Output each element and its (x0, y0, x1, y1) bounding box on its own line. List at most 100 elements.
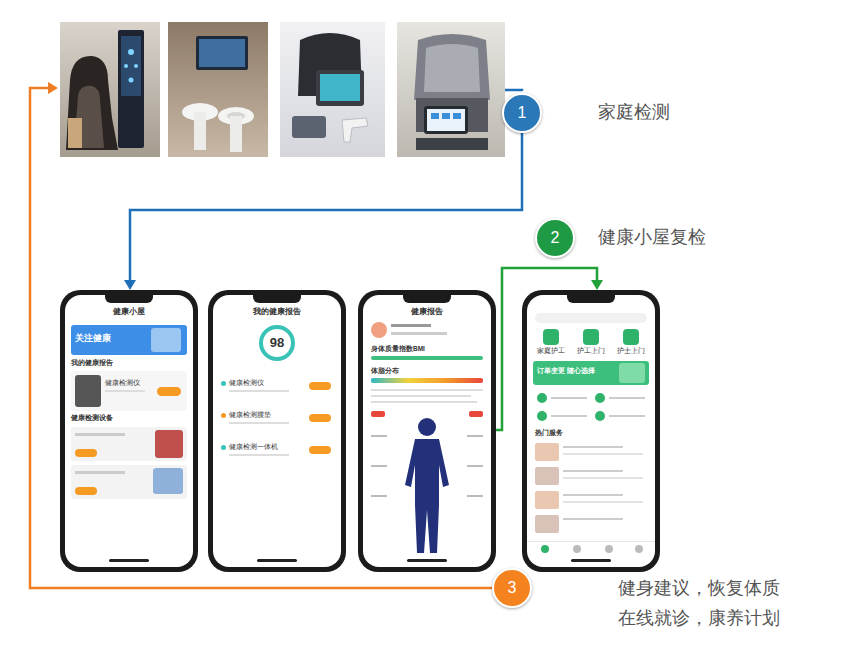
screen-graphic (635, 545, 643, 553)
flow-line (505, 90, 522, 91)
screen-text: 健康检测一体机 (229, 443, 278, 451)
step-circle: 1家庭检测 (502, 93, 542, 133)
step-label: 家庭检测 (598, 101, 670, 123)
screen-graphic (595, 411, 605, 421)
screen-graphic (563, 501, 643, 503)
screen-graphic (543, 329, 559, 345)
phone-screen: 健康报告身体质量指数BMI体脂分布 (358, 290, 496, 572)
step-circle: 2健康小屋复检 (535, 218, 575, 258)
callout-number: 2 (537, 220, 573, 256)
screen-text: 护工上门 (569, 347, 613, 355)
phone-screen: 我的健康报告 98 健康检测仪健康检测腰垫健康检测一体机 (208, 290, 346, 572)
screen-graphic (75, 433, 125, 436)
screen-graphic (105, 390, 145, 392)
screen-graphic (75, 375, 101, 407)
screen-graphic (229, 390, 289, 392)
phone-screen: 家庭护工护工上门护士上门订单变更 随心选择热门服务 (522, 290, 660, 572)
arrow-head (591, 280, 603, 290)
screen-graphic (563, 494, 623, 496)
screen-graphic (229, 422, 289, 424)
screen-text: 健康检测仪 (105, 379, 140, 387)
screen-graphic (623, 329, 639, 345)
device-photo (168, 22, 268, 157)
device-photo (280, 22, 385, 157)
screen-graphic (467, 465, 483, 467)
phone-notch (567, 295, 615, 303)
screen-graphic (109, 559, 149, 562)
screen-graphic (537, 411, 547, 421)
screen-graphic (595, 393, 605, 403)
screen-graphic (371, 435, 387, 437)
screen-area: 健康小屋关注健康我的健康报告健康检测仪健康检测设备 (65, 295, 193, 567)
screen-graphic (609, 415, 645, 417)
step-label: 健康小屋复检 (598, 226, 706, 248)
screen-graphic (563, 470, 623, 472)
screen-graphic (371, 401, 477, 403)
flow-connector (130, 133, 522, 282)
screen-graphic (609, 397, 645, 399)
screen-graphic (221, 413, 226, 418)
screen-text: 护士上门 (609, 347, 653, 355)
screen-graphic (469, 411, 483, 417)
screen-graphic (157, 387, 181, 396)
screen-graphic (151, 328, 181, 352)
screen-text: 健康小屋 (65, 307, 193, 317)
screen-text: 体脂分布 (371, 367, 399, 375)
screen-graphic (551, 415, 587, 417)
screen-graphic (535, 515, 559, 533)
screen-graphic (605, 545, 613, 553)
screen-graphic (571, 559, 611, 562)
callout-number: 3 (494, 570, 530, 606)
screen-graphic (467, 435, 483, 437)
device-photo (60, 22, 160, 157)
screen-graphic (309, 414, 331, 422)
screen-graphic (407, 559, 447, 562)
screen-text: 健康检测仪 (229, 379, 264, 387)
screen-graphic (309, 382, 331, 390)
screen-graphic (309, 446, 331, 454)
flow-line (30, 88, 492, 588)
screen-graphic (221, 445, 226, 450)
screen-graphic (257, 559, 297, 562)
phone-notch (105, 295, 153, 303)
screen-area: 我的健康报告 98 健康检测仪健康检测腰垫健康检测一体机 (213, 295, 341, 567)
screen-text: 我的健康报告 (71, 359, 113, 367)
screen-graphic (75, 487, 97, 495)
step-circle: 3健身建议，恢复体质 在线就诊，康养计划 (492, 568, 532, 608)
screen-graphic (573, 545, 581, 553)
screen-text: 热门服务 (535, 429, 563, 437)
screen-text: 98 (259, 335, 295, 351)
body-figure (393, 415, 461, 555)
screen-graphic (371, 389, 483, 391)
screen-graphic (541, 545, 549, 553)
screen-graphic (551, 397, 587, 399)
screen-graphic (563, 446, 623, 448)
screen-graphic (371, 395, 471, 397)
screen-text: 关注健康 (75, 333, 111, 344)
screen-graphic (75, 449, 97, 457)
screen-graphic (537, 393, 547, 403)
screen-area: 家庭护工护工上门护士上门订单变更 随心选择热门服务 (527, 295, 655, 567)
screen-graphic (391, 324, 431, 327)
screen-text: 健康报告 (363, 307, 491, 317)
screen-graphic (391, 332, 447, 335)
screen-text: 健康检测腰垫 (229, 411, 271, 419)
screen-graphic (75, 471, 125, 474)
screen-text: 订单变更 随心选择 (537, 367, 595, 375)
screen-graphic (153, 468, 183, 494)
arrow-head (124, 280, 136, 290)
phone-notch (403, 295, 451, 303)
screen-graphic (371, 495, 387, 497)
screen-area: 健康报告身体质量指数BMI体脂分布 (363, 295, 491, 567)
screen-graphic (371, 411, 385, 417)
callout-number: 1 (504, 95, 540, 131)
screen-text: 健康检测设备 (71, 414, 113, 422)
screen-graphic (583, 329, 599, 345)
screen-graphic (563, 477, 643, 479)
screen-graphic (535, 443, 559, 461)
phone-notch (253, 295, 301, 303)
screen-text: 我的健康报告 (213, 307, 341, 317)
screen-graphic (563, 518, 623, 520)
screen-graphic (371, 356, 483, 360)
